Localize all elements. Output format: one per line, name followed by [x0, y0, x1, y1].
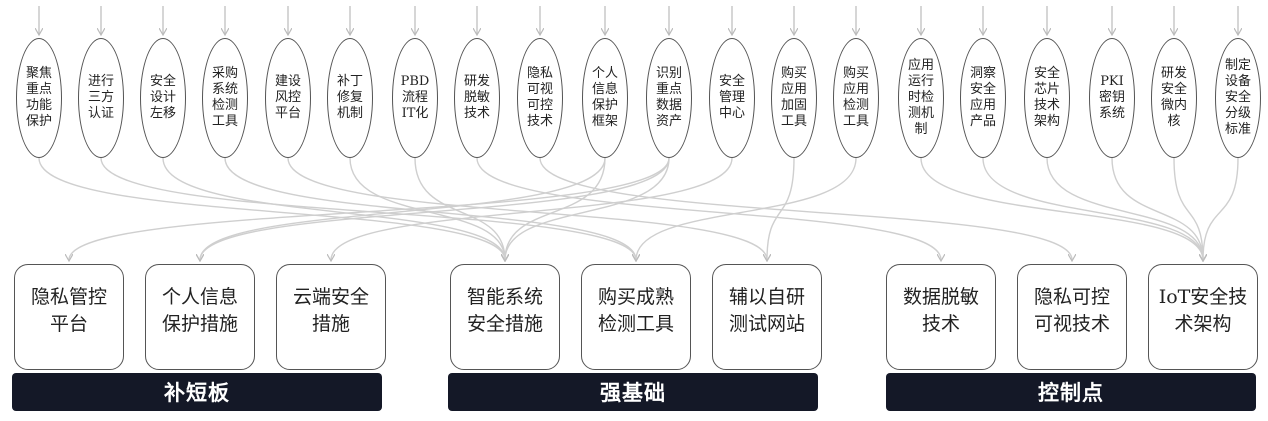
- measure-label: 补丁修复机制: [336, 74, 363, 121]
- measure-label: 研发脱敏技术: [463, 74, 490, 121]
- capability-box: 智能系统安全措施: [450, 264, 560, 370]
- capability-label: IoT安全技术架构: [1158, 286, 1248, 335]
- connection-curve: [414, 157, 505, 260]
- connection-curve: [505, 157, 670, 260]
- capability-label: 智能系统安全措施: [466, 286, 543, 335]
- capability-box: 个人信息保护措施: [145, 264, 255, 370]
- connection-curve: [505, 157, 606, 260]
- capability-label: 辅以自研测试网站: [728, 286, 805, 335]
- connection-curve: [38, 157, 505, 260]
- measure-ellipse: 制定设备安全分级标准: [1215, 38, 1261, 158]
- capability-box: 辅以自研测试网站: [712, 264, 822, 370]
- measure-ellipse: 安全芯片技术架构: [1024, 38, 1070, 158]
- group-label: 强基础: [600, 380, 666, 405]
- capability-box: 隐私可控可视技术: [1017, 264, 1127, 370]
- capability-label: 数据脱敏技术: [902, 286, 979, 335]
- capability-box: 购买成熟检测工具: [581, 264, 691, 370]
- measure-ellipse: 安全设计左移: [140, 38, 186, 158]
- measure-ellipse: 研发安全微内核: [1151, 38, 1197, 158]
- measure-label: 个人信息保护框架: [591, 66, 618, 129]
- connection-curve: [1046, 157, 1203, 260]
- group-label: 控制点: [1038, 380, 1104, 405]
- measure-ellipse: 洞察安全应用产品: [960, 38, 1006, 158]
- measure-label: PBD流程IT化: [400, 74, 430, 121]
- group-bar-short-board: 补短板: [12, 373, 382, 411]
- measure-label: 制定设备安全分级标准: [1224, 58, 1251, 137]
- connection-curve: [200, 157, 670, 260]
- capability-label: 隐私管控平台: [30, 286, 107, 335]
- measure-ellipse: 建设风控平台: [265, 38, 311, 158]
- measure-ellipse: 研发脱敏技术: [454, 38, 500, 158]
- measure-label: 购买应用检测工具: [842, 66, 869, 129]
- group-label: 补短板: [164, 380, 230, 405]
- connection-curve: [767, 157, 795, 260]
- measure-label: 购买应用加固工具: [780, 66, 807, 129]
- connection-curves: [38, 157, 1239, 260]
- connection-curve: [331, 157, 733, 260]
- measure-ellipse: 应用运行时检测机制: [898, 38, 944, 158]
- capability-box: 隐私管控平台: [14, 264, 124, 370]
- measure-label: 安全设计左移: [149, 74, 176, 121]
- measure-label: 安全管理中心: [718, 74, 745, 121]
- measure-ellipse: 个人信息保护框架: [582, 38, 628, 158]
- connection-curve: [162, 157, 505, 260]
- capability-label: 个人信息保护措施: [161, 286, 238, 335]
- capability-box: IoT安全技术架构: [1148, 264, 1258, 370]
- measure-ellipse: 隐私可视可控技术: [517, 38, 563, 158]
- connection-curve: [287, 157, 767, 260]
- measure-ellipse: 采购系统检测工具: [202, 38, 248, 158]
- measure-ellipse: PBD流程IT化: [392, 38, 438, 158]
- capability-box: 数据脱敏技术: [886, 264, 996, 370]
- measure-ellipse: 购买应用加固工具: [771, 38, 817, 158]
- capability-label: 云端安全措施: [292, 286, 369, 335]
- measure-label: 应用运行时检测机制: [907, 58, 934, 137]
- connection-curve: [920, 157, 1203, 260]
- incoming-arrows: [39, 6, 1238, 34]
- measure-label: 采购系统检测工具: [211, 66, 238, 129]
- connection-curve: [636, 157, 857, 260]
- connection-curve: [200, 157, 606, 260]
- measure-label: 建设风控平台: [274, 74, 301, 121]
- connection-curve: [476, 157, 941, 260]
- measure-label: 研发安全微内核: [1160, 66, 1187, 129]
- capability-box: 云端安全措施: [276, 264, 386, 370]
- measure-ellipse: 识别重点数据资产: [646, 38, 692, 158]
- measure-ellipse: 购买应用检测工具: [833, 38, 879, 158]
- measure-label: 隐私可视可控技术: [526, 66, 553, 129]
- connection-curve: [69, 157, 670, 260]
- connection-curve: [1173, 157, 1203, 260]
- measure-label: 识别重点数据资产: [655, 66, 682, 129]
- measure-ellipse: 补丁修复机制: [327, 38, 373, 158]
- measure-label: PKI密钥系统: [1098, 74, 1125, 121]
- connection-curve: [1111, 157, 1203, 260]
- connection-curve: [982, 157, 1203, 260]
- measure-label: 进行三方认证: [87, 74, 114, 121]
- connection-curve: [539, 157, 1072, 260]
- measure-label: 安全芯片技术架构: [1033, 66, 1060, 129]
- measure-ellipse: 进行三方认证: [78, 38, 124, 158]
- group-bar-foundation: 强基础: [448, 373, 818, 411]
- group-bar-control-point: 控制点: [886, 373, 1256, 411]
- measure-ellipse: 聚焦重点功能保护: [16, 38, 62, 158]
- measure-ellipse: 安全管理中心: [709, 38, 755, 158]
- measure-label: 洞察安全应用产品: [969, 66, 996, 129]
- measure-label: 聚焦重点功能保护: [25, 66, 52, 129]
- connection-curve: [1203, 157, 1239, 260]
- capability-label: 隐私可控可视技术: [1033, 286, 1110, 335]
- measure-ellipse: PKI密钥系统: [1089, 38, 1135, 158]
- capability-label: 购买成熟检测工具: [597, 286, 674, 335]
